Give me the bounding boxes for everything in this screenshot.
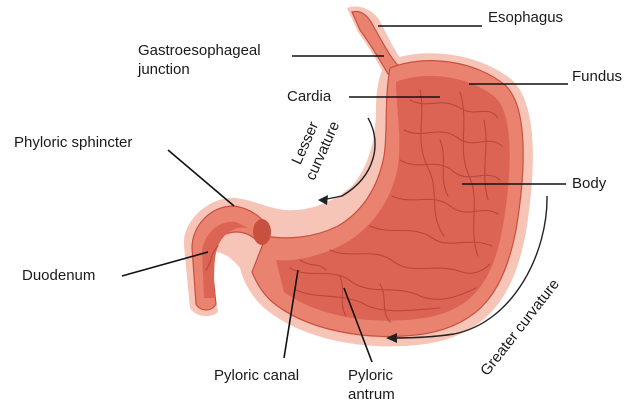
label-body: Body <box>572 174 606 193</box>
label-pyloric-canal: Pyloric canal <box>214 366 299 385</box>
pyloric-sphincter-shape <box>253 219 271 245</box>
label-cardia: Cardia <box>287 87 331 106</box>
label-esophagus: Esophagus <box>488 8 563 27</box>
label-gastroesophageal-junction: Gastroesophageal junction <box>138 41 261 79</box>
pyloric-sphincter-leader <box>168 150 234 206</box>
label-duodenum: Duodenum <box>22 266 95 285</box>
label-pyloric-antrum: Pyloric antrum <box>348 366 395 404</box>
label-pyloric-sphincter: Phyloric sphincter <box>14 133 132 152</box>
label-fundus: Fundus <box>572 67 622 86</box>
